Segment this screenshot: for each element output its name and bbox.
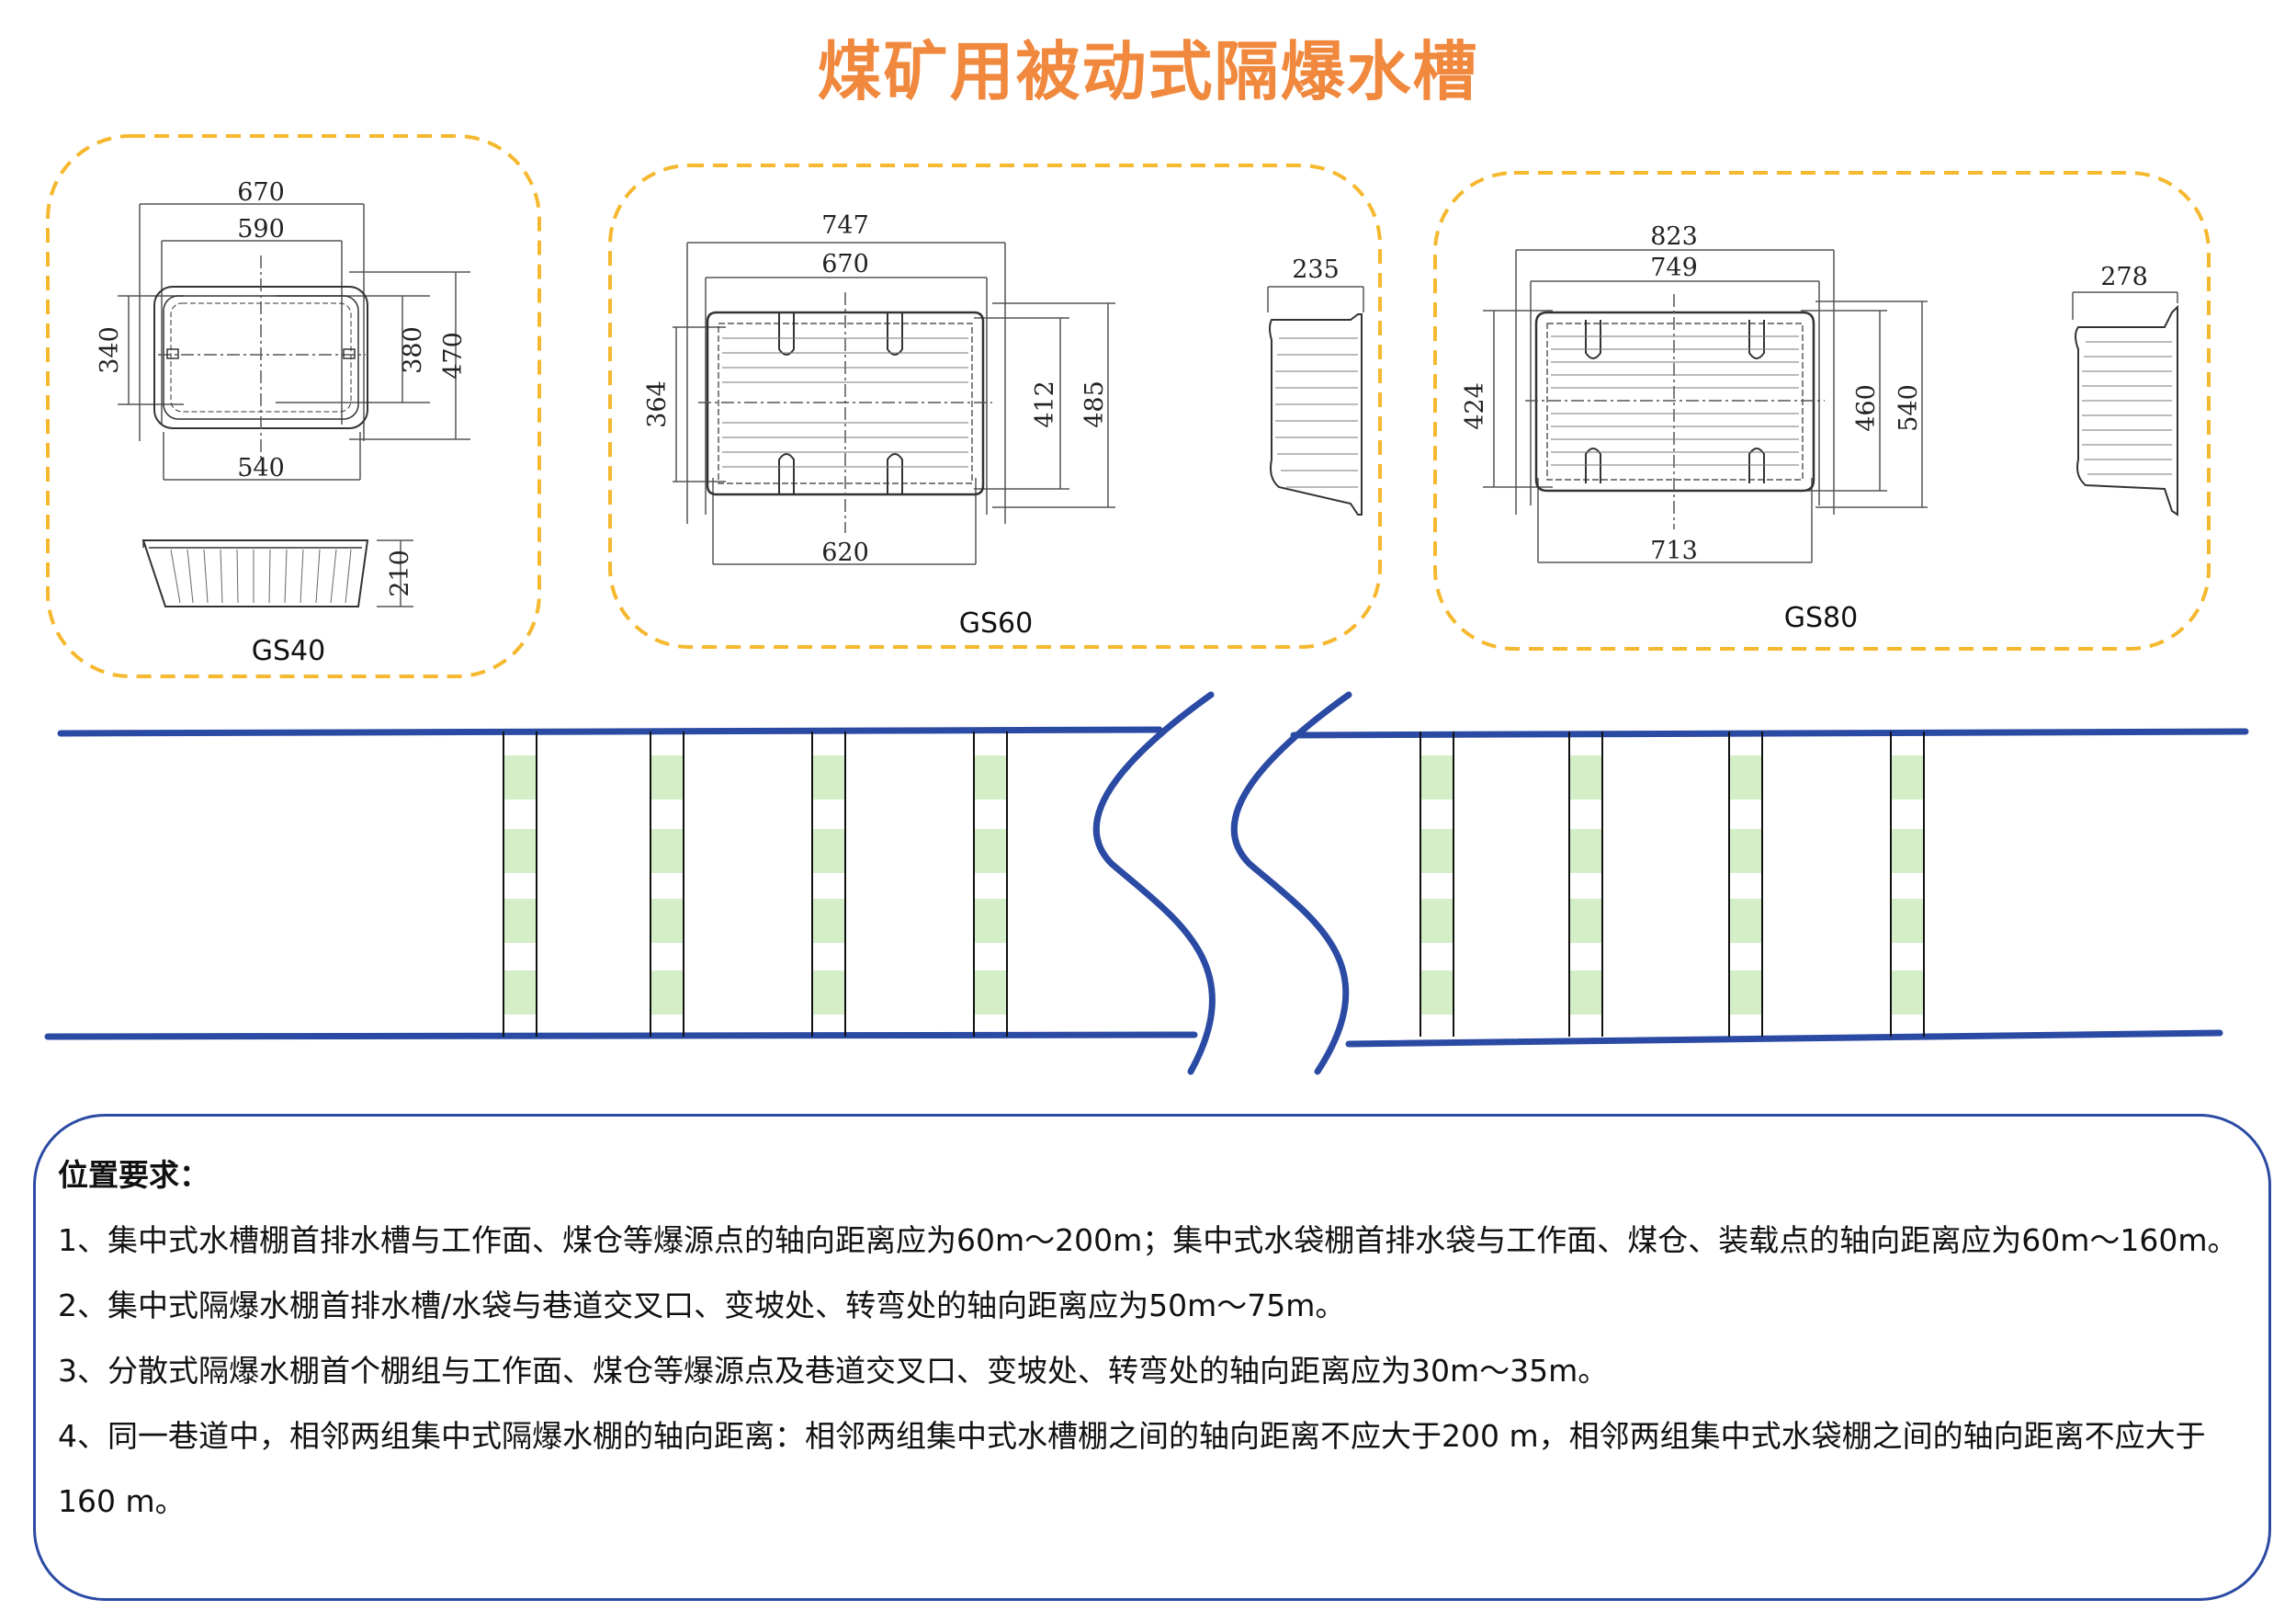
gs80-dim-mid-height: 460 [1852, 384, 1881, 432]
water-trough [1892, 829, 1923, 873]
tunnel-break-right [1230, 691, 1352, 1075]
gs40-dim-mid-height: 380 [399, 326, 427, 374]
gs80-label: GS80 [1784, 602, 1858, 634]
water-trough [651, 829, 683, 873]
water-trough [813, 899, 844, 943]
gs80-frame: 823 749 713 424 460 540 278 GS80 [1433, 171, 2211, 651]
water-trough [1730, 755, 1761, 800]
gs40-dim-outer-width: 670 [237, 178, 285, 207]
tunnel-wall-bottom-right [1345, 1029, 2223, 1048]
gs80-dim-outer-height: 540 [1894, 384, 1923, 432]
gs60-dim-depth: 235 [1292, 255, 1340, 284]
water-trough [1421, 829, 1453, 873]
water-trough [1421, 755, 1453, 800]
gs40-dim-depth: 210 [386, 550, 414, 597]
gs80-dim-inner-height: 424 [1461, 382, 1489, 430]
gs60-dim-outer-width: 747 [821, 211, 869, 240]
gs60-frame: 747 670 620 364 412 485 235 GS60 [608, 164, 1382, 649]
tunnel-diagram [44, 691, 2249, 1075]
tunnel-wall-top-right [1290, 728, 2249, 739]
water-trough [1892, 970, 1923, 1015]
gs80-dim-bottom-width: 713 [1650, 537, 1698, 565]
water-trough [975, 970, 1006, 1015]
water-trough [1421, 899, 1453, 943]
water-trough [1730, 899, 1761, 943]
gs40-dim-inner-height: 340 [96, 326, 124, 374]
tunnel-wall-top-left [57, 726, 1163, 737]
barrier-group-left [503, 732, 1008, 1037]
requirement-item-4: 4、同一巷道中，相邻两组集中式隔爆水棚的轴向距离：相邻两组集中式水槽棚之间的轴向… [58, 1418, 2206, 1519]
gs40-dim-bottom-width: 540 [237, 454, 285, 482]
water-trough [1570, 755, 1601, 800]
water-trough [1730, 970, 1761, 1015]
requirement-item-3: 3、分散式隔爆水棚首个棚组与工作面、煤仓等爆源点及巷道交叉口、变坡处、转弯处的轴… [58, 1353, 1609, 1389]
gs60-label: GS60 [959, 607, 1033, 640]
water-trough [813, 829, 844, 873]
gs80-dim-outer-width: 823 [1650, 222, 1698, 251]
gs60-dim-outer-height: 485 [1080, 380, 1109, 428]
water-trough [651, 755, 683, 800]
barrier-group-right [1419, 732, 1925, 1037]
water-trough [504, 829, 536, 873]
gs60-dim-bottom-width: 620 [821, 539, 869, 567]
requirements-heading: 位置要求： [58, 1157, 209, 1193]
gs40-dim-inner-width: 590 [237, 215, 285, 244]
gs40-frame: 670 590 540 340 380 470 210 GS40 [46, 134, 541, 678]
water-trough [1570, 829, 1601, 873]
water-trough [651, 970, 683, 1015]
water-trough [975, 829, 1006, 873]
gs40-dim-outer-height: 470 [439, 332, 468, 380]
water-trough [1570, 970, 1601, 1015]
water-trough [975, 755, 1006, 800]
gs60-dim-inner-width: 670 [821, 250, 869, 278]
water-trough [504, 899, 536, 943]
water-trough [813, 755, 844, 800]
tunnel-break-left [1092, 691, 1216, 1075]
requirements-panel: 位置要求： 1、集中式水槽棚首排水槽与工作面、煤仓等爆源点的轴向距离应为60m～… [33, 1114, 2271, 1601]
water-trough [1892, 755, 1923, 800]
tunnel-wall-bottom-left [44, 1031, 1198, 1040]
water-trough [1892, 899, 1923, 943]
water-trough [1570, 899, 1601, 943]
requirement-item-1: 1、集中式水槽棚首排水槽与工作面、煤仓等爆源点的轴向距离应为60m～200m；集… [58, 1222, 2238, 1258]
water-trough [651, 899, 683, 943]
gs60-dim-mid-height: 412 [1031, 380, 1059, 428]
water-trough [504, 755, 536, 800]
water-trough [1730, 829, 1761, 873]
drawing-canvas: 670 590 540 340 380 470 210 GS40 [44, 134, 2249, 1075]
gs80-dim-depth: 278 [2100, 263, 2148, 291]
water-trough [975, 899, 1006, 943]
gs40-label: GS40 [252, 635, 325, 667]
gs60-dim-inner-height: 364 [643, 380, 672, 428]
page-title: 煤矿用被动式隔爆水槽 [817, 33, 1479, 109]
water-trough [813, 970, 844, 1015]
requirement-item-2: 2、集中式隔爆水棚首排水槽/水袋与巷道交叉口、变坡处、转弯处的轴向距离应为50m… [58, 1288, 1346, 1323]
water-trough [1421, 970, 1453, 1015]
water-trough [504, 970, 536, 1015]
gs80-dim-inner-width: 749 [1650, 254, 1698, 282]
